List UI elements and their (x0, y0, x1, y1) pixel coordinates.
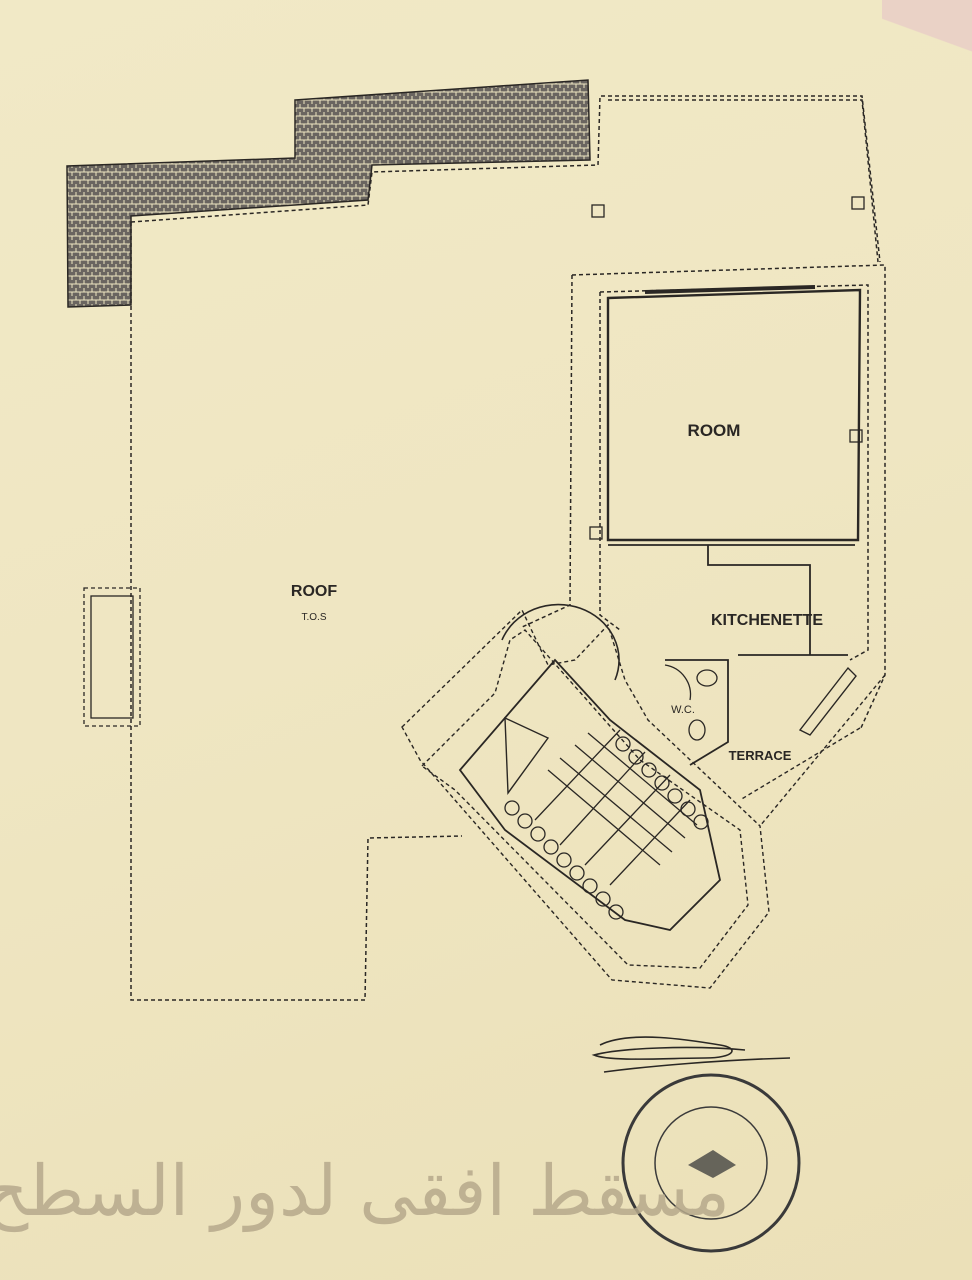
signature (591, 1036, 791, 1073)
wc-fixtures (664, 664, 718, 741)
skylight (83, 587, 141, 727)
terrace-walls (739, 666, 886, 827)
drawing-title: مسقط افقى لدور السطح (0, 1150, 730, 1232)
wc-label: W.C. (671, 704, 695, 716)
roof-label: ROOF (291, 583, 337, 600)
roof-tiles (66, 79, 591, 308)
company-stamp (621, 1073, 801, 1253)
column-markers (589, 196, 865, 540)
kitchenette-label: KITCHENETTE (711, 612, 823, 629)
room-walls (519, 264, 886, 731)
roof-note: T.O.S (301, 612, 326, 623)
paper-corner (882, 0, 972, 60)
terrace-label: TERRACE (729, 748, 792, 763)
room-label: ROOM (688, 421, 741, 440)
stair-railing-posts (504, 736, 709, 920)
roof-outline (130, 95, 881, 1001)
kitchenette-walls (608, 544, 855, 766)
stair-core (401, 603, 770, 989)
